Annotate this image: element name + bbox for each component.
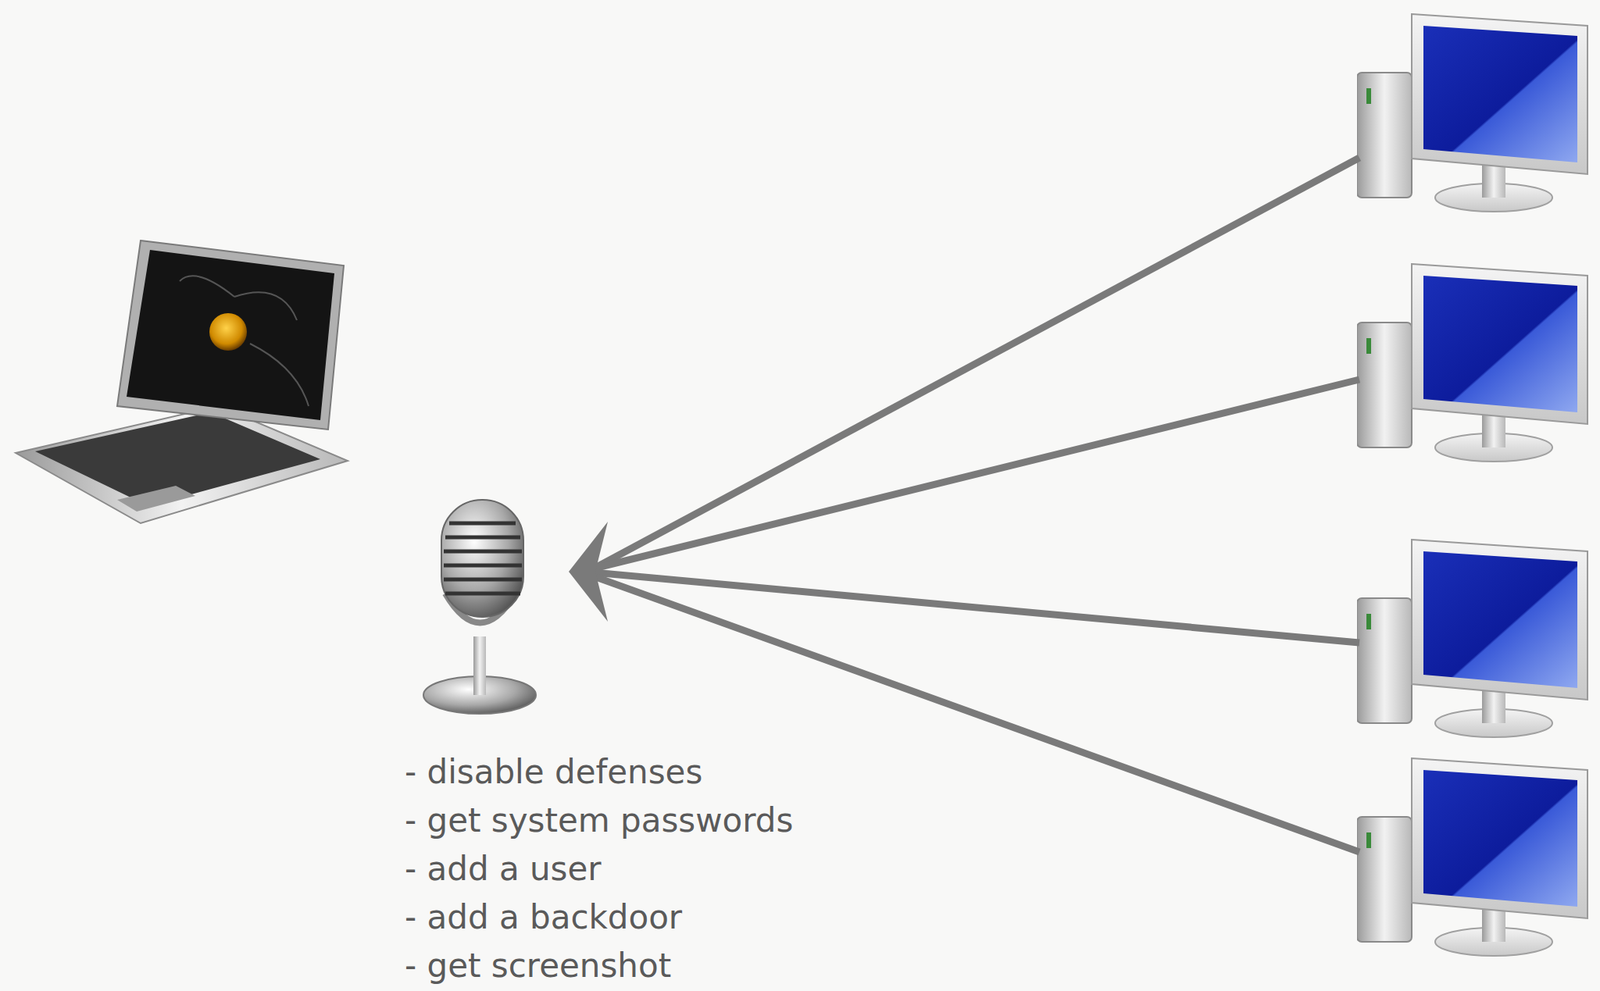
- note-text: - add a user: [404, 853, 602, 886]
- computer-icon: [1357, 539, 1588, 738]
- connection-lines: [593, 157, 1360, 853]
- note-text: - get system passwords: [404, 804, 793, 838]
- computer-icon: [1357, 758, 1588, 957]
- computer-icon: [1357, 264, 1588, 462]
- laptop-icon: [15, 240, 348, 524]
- arrow-head: [568, 521, 608, 622]
- microphone-icon: [423, 500, 536, 715]
- note-text: - disable defenses: [404, 756, 703, 790]
- note-text: - get screenshot: [404, 950, 672, 983]
- note-text: - add a backdoor: [404, 901, 683, 935]
- computer-icon: [1357, 14, 1588, 212]
